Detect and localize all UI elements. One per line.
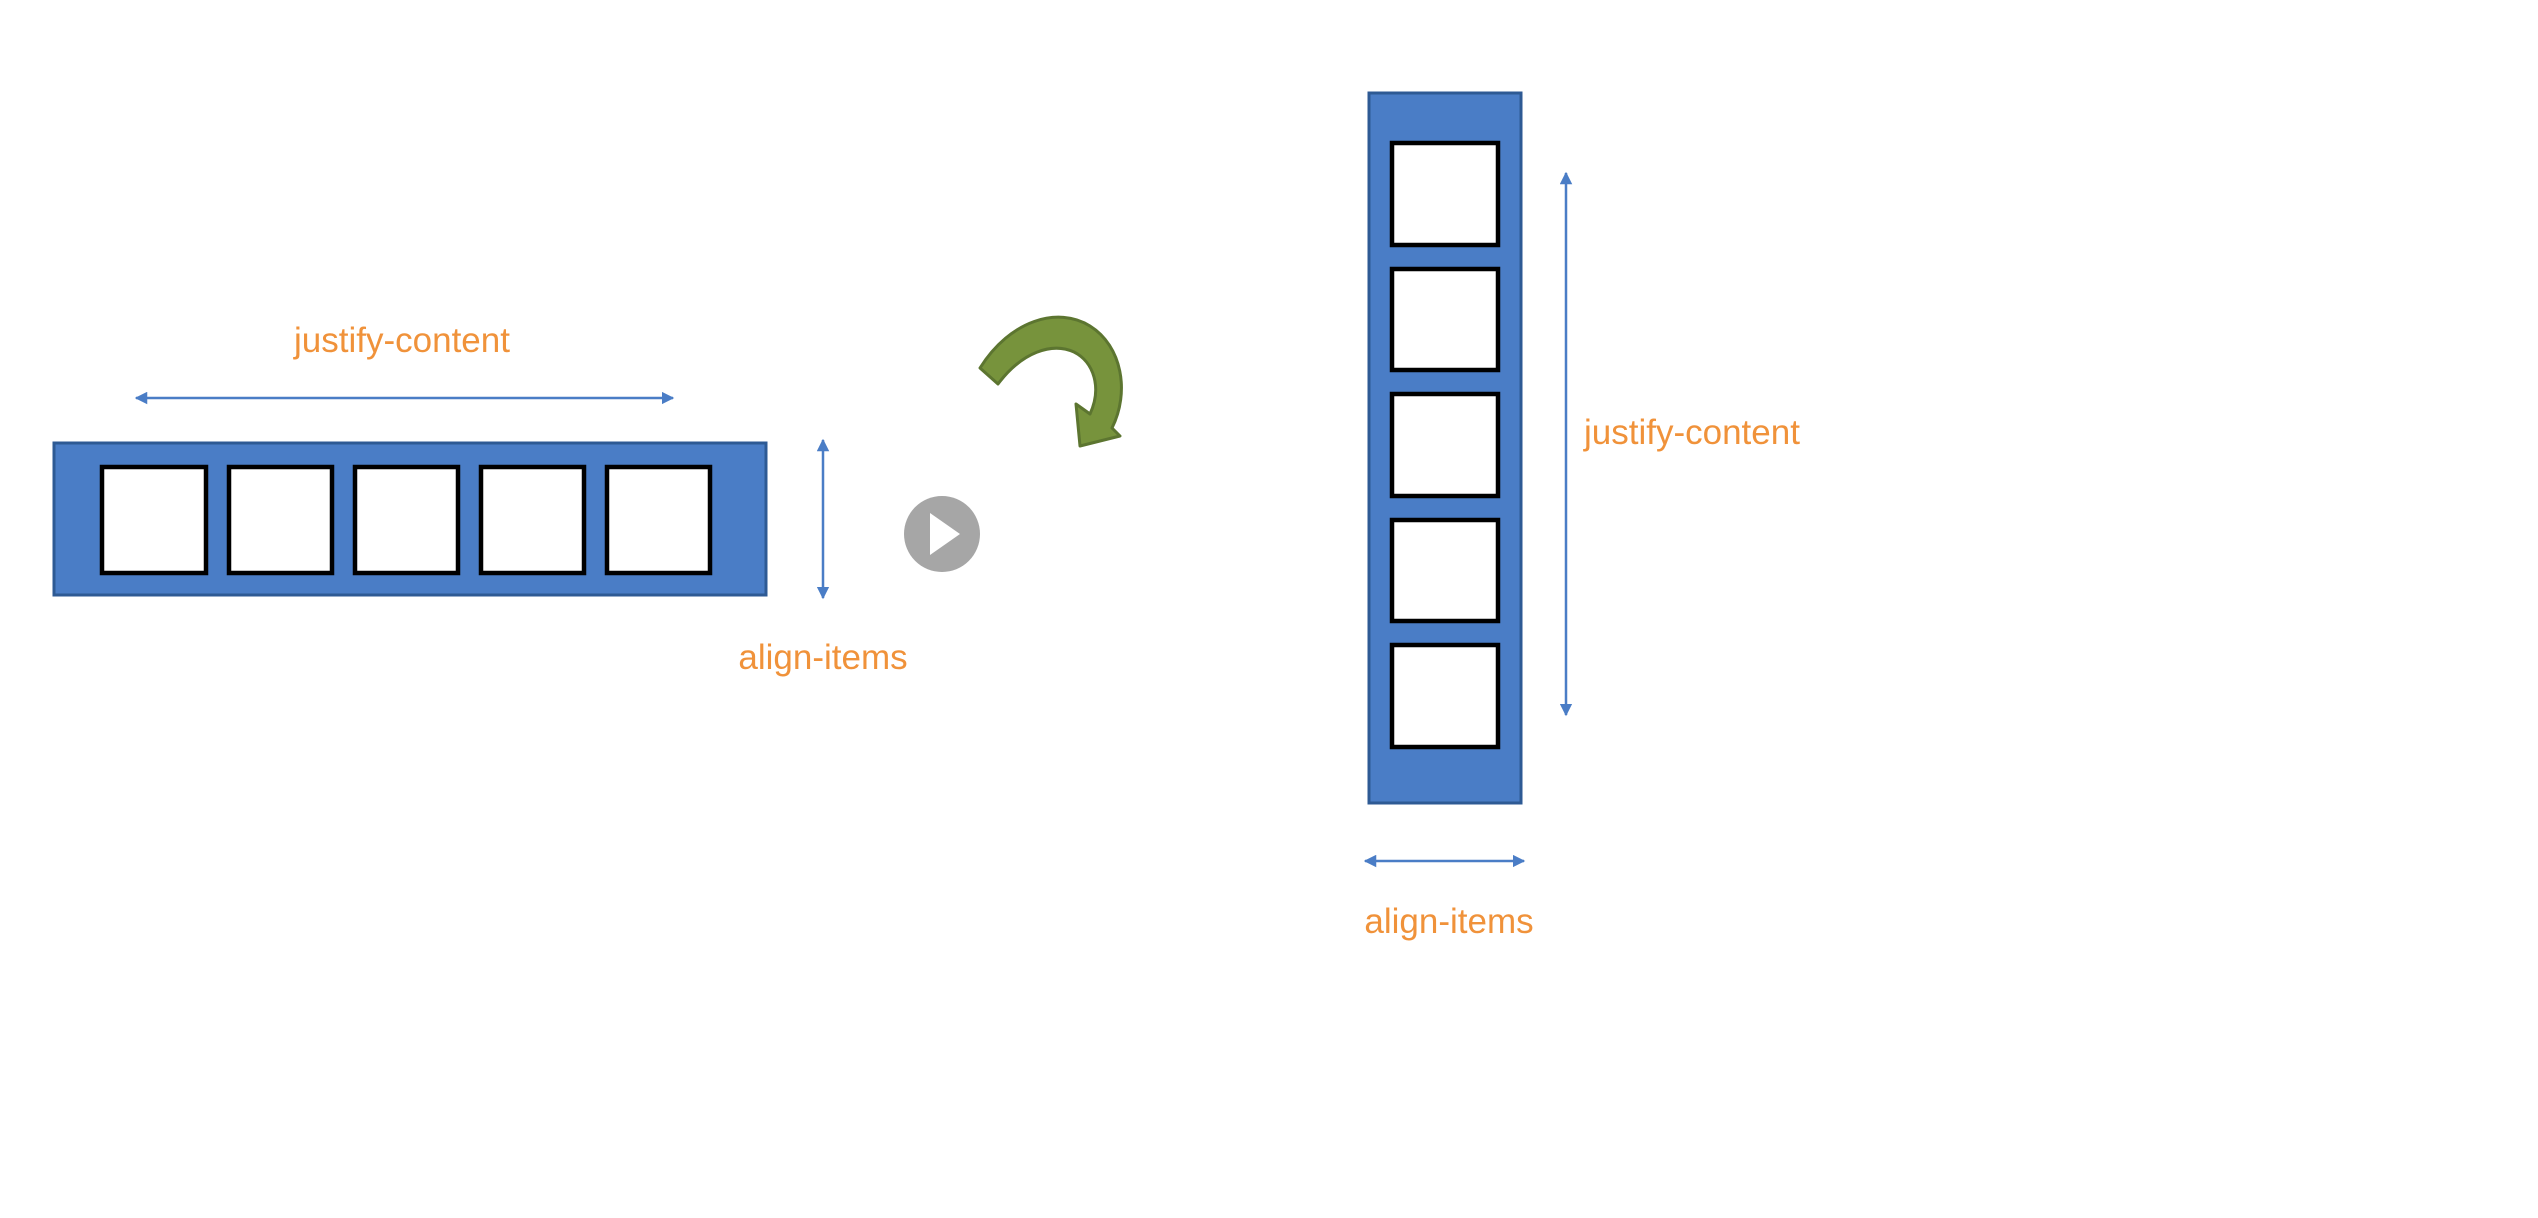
- row-flex-item: [352, 464, 461, 576]
- row-layout: justify-content align-items: [52, 321, 908, 677]
- row-flex-item: [99, 464, 209, 576]
- column-main-axis-label: justify-content: [1583, 413, 1800, 452]
- column-flex-item: [1389, 642, 1501, 750]
- row-flex-item: [604, 464, 713, 576]
- column-flex-item: [1389, 391, 1501, 499]
- play-icon: [930, 513, 960, 555]
- column-flex-item: [1389, 140, 1501, 248]
- row-flex-item: [478, 464, 587, 576]
- row-cross-axis-label: align-items: [738, 638, 907, 677]
- row-flex-item: [226, 464, 335, 576]
- rotate-arrow-icon: [978, 315, 1123, 448]
- column-cross-axis-label: align-items: [1364, 902, 1533, 941]
- play-button[interactable]: [904, 496, 980, 572]
- column-flex-item: [1389, 517, 1501, 624]
- column-layout: justify-content align-items: [1363, 91, 1800, 941]
- row-main-axis-label: justify-content: [293, 321, 510, 360]
- column-flex-item: [1389, 266, 1501, 373]
